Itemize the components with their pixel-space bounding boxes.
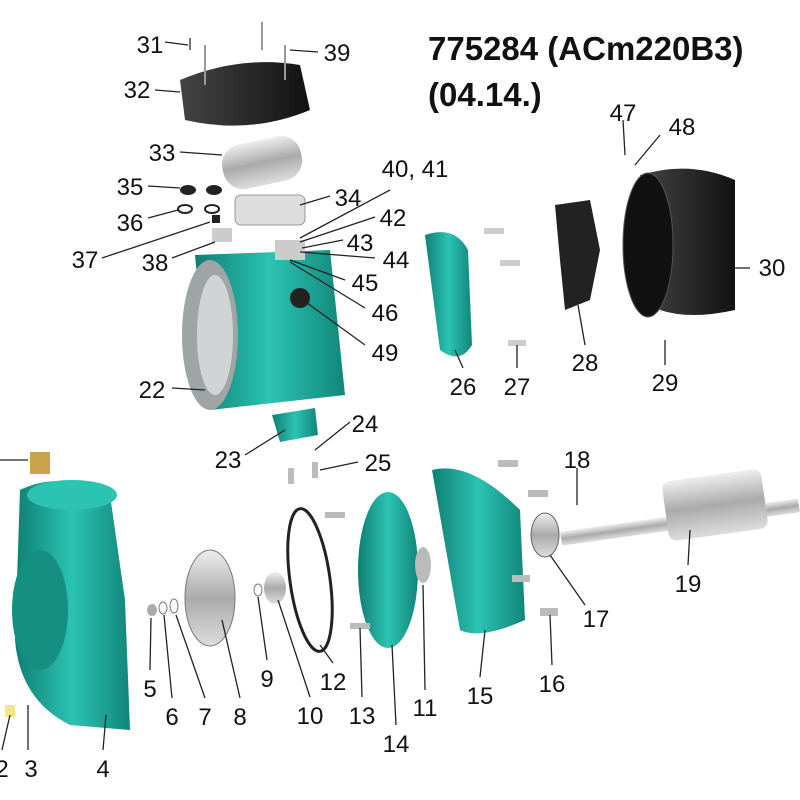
part-number-label: 30 bbox=[758, 255, 786, 282]
terminal-block bbox=[234, 194, 306, 226]
seal-ring bbox=[415, 547, 431, 583]
cable-glands bbox=[177, 185, 232, 242]
model-title: 775284 (ACm220B3) bbox=[428, 30, 744, 67]
part-number-label: 49 bbox=[371, 340, 399, 367]
o-ring bbox=[286, 507, 334, 653]
part-number-label: 43 bbox=[346, 230, 374, 257]
part-number-label: 3 bbox=[24, 756, 38, 783]
part-number-label: 26 bbox=[449, 374, 477, 401]
part-number-label: 6 bbox=[165, 704, 179, 731]
part-number-label: 34 bbox=[334, 185, 362, 212]
part-number-label: 37 bbox=[71, 247, 99, 274]
fan bbox=[555, 200, 600, 310]
part-number-label: 46 bbox=[371, 300, 399, 327]
part-number-label: 32 bbox=[123, 77, 151, 104]
rotor-shaft bbox=[560, 469, 800, 546]
part-number-label: 10 bbox=[296, 703, 324, 730]
part-number-label: 9 bbox=[260, 666, 274, 693]
part-number-label: 18 bbox=[563, 447, 591, 474]
motor-foot bbox=[272, 408, 318, 442]
part-number-label: 29 bbox=[651, 370, 679, 397]
fan-cover bbox=[622, 168, 735, 318]
part-number-label: 39 bbox=[323, 40, 351, 67]
motor-housing bbox=[182, 240, 345, 410]
part-number-label: 36 bbox=[116, 210, 144, 237]
part-number-label: 5 bbox=[143, 676, 157, 703]
part-number-label: 45 bbox=[351, 270, 379, 297]
part-number-label: 19 bbox=[674, 571, 702, 598]
part-number-label: 15 bbox=[466, 683, 494, 710]
part-number-label: 11 bbox=[412, 695, 438, 722]
part-number-label: 23 bbox=[214, 447, 242, 474]
part-number-label: 24 bbox=[351, 411, 379, 438]
part-number-label: 35 bbox=[116, 174, 144, 201]
leader-lines bbox=[0, 41, 750, 751]
part-number-label: 31 bbox=[136, 32, 164, 59]
part-number-label: 42 bbox=[379, 205, 407, 232]
pump-casing bbox=[5, 452, 130, 730]
part-number-label: 47 bbox=[609, 100, 637, 127]
bolts bbox=[288, 460, 558, 629]
seal-plate bbox=[358, 492, 418, 648]
part-number-label: 33 bbox=[148, 140, 176, 167]
part-number-label: 28 bbox=[571, 350, 599, 377]
part-number-label: 8 bbox=[233, 704, 247, 731]
part-number-label: 27 bbox=[503, 374, 531, 401]
revision-date: (04.14.) bbox=[428, 76, 542, 113]
part-number-label: 25 bbox=[364, 450, 392, 477]
part-number-label: 38 bbox=[141, 250, 169, 277]
part-number-label: 2 bbox=[0, 756, 9, 783]
part-number-label: 40, 41 bbox=[381, 156, 449, 183]
part-number-label: 17 bbox=[582, 606, 610, 633]
impeller bbox=[147, 549, 286, 647]
part-number-label: 4 bbox=[96, 756, 110, 783]
part-number-label: 12 bbox=[319, 669, 347, 696]
part-number-label: 7 bbox=[198, 704, 212, 731]
part-number-label: 48 bbox=[668, 114, 696, 141]
bracket bbox=[432, 468, 525, 634]
part-number-label: 44 bbox=[382, 247, 410, 274]
part-number-label: 13 bbox=[348, 703, 376, 730]
bearing bbox=[530, 512, 560, 558]
part-number-label: 14 bbox=[382, 731, 410, 758]
part-number-label: 16 bbox=[538, 671, 566, 698]
motor-end-shield bbox=[425, 228, 526, 357]
terminal-box-cover bbox=[180, 22, 310, 126]
capacitor bbox=[222, 135, 303, 190]
part-number-label: 22 bbox=[138, 377, 166, 404]
